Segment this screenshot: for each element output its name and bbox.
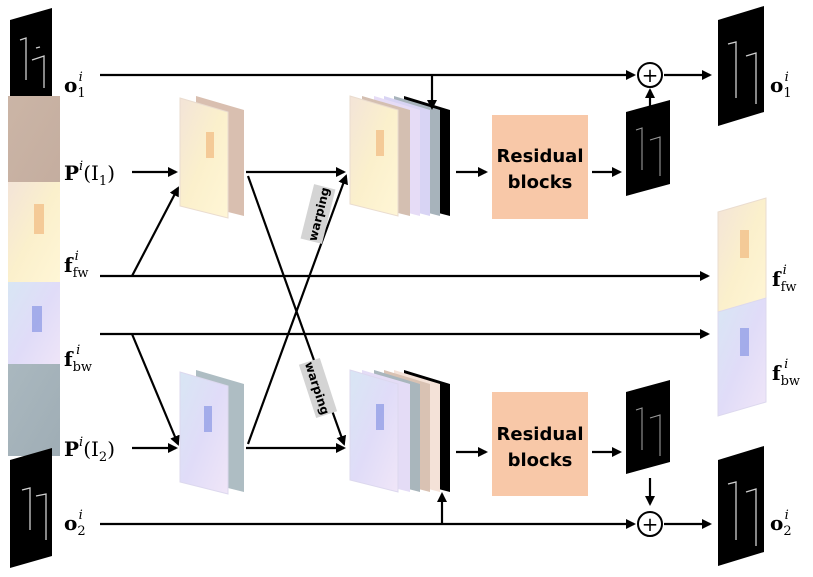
input-o1-image — [10, 8, 52, 110]
residual-output-bottom-image — [626, 380, 670, 474]
residual-block-bottom-label-line1: Residual — [497, 424, 584, 445]
arrow-ffw-to-concat-top — [131, 186, 179, 277]
input-p2-image — [8, 364, 60, 456]
concat-stack-top-left — [179, 96, 244, 219]
label-ffw-in: ffwi — [64, 249, 89, 281]
residual-output-top-image — [626, 100, 670, 196]
output-o1-image — [718, 6, 764, 126]
warping-tag-bottom: warping — [298, 357, 338, 419]
label-ffw-out: ffwi — [772, 263, 797, 295]
label-p1-in: Pi(I1) — [64, 159, 115, 189]
label-o2-out: o2i — [770, 508, 792, 539]
input-ffw-image — [8, 182, 60, 282]
residual-block-top — [492, 115, 588, 219]
feature-stack-top — [349, 95, 450, 217]
warping-tag-top: warping — [300, 184, 336, 244]
label-p2-in: Pi(I2) — [64, 435, 115, 465]
add-operator-top: + — [637, 62, 663, 88]
concat-stack-bottom-left — [179, 370, 244, 495]
label-fbw-out: fbwi — [772, 357, 800, 389]
output-fbw-image — [717, 297, 767, 417]
output-o2-image — [718, 446, 764, 566]
svg-text:+: + — [642, 63, 659, 87]
input-o2-image — [10, 448, 52, 568]
residual-block-top-label-line1: Residual — [497, 146, 584, 167]
arrows — [100, 70, 712, 529]
feature-stack-bottom — [349, 369, 450, 493]
label-o1-out: o1i — [770, 70, 792, 101]
residual-block-bottom — [492, 392, 588, 496]
arrow-fbw-to-concat-bottom — [130, 333, 180, 446]
input-fbw-image — [8, 282, 60, 374]
input-p1-image — [8, 96, 60, 188]
svg-text:+: + — [642, 512, 659, 536]
label-o1-in: o1i — [64, 70, 86, 101]
residual-block-top-label-line2: blocks — [508, 172, 573, 193]
add-operator-bottom: + — [637, 511, 663, 537]
residual-block-bottom-label-line2: blocks — [508, 450, 573, 471]
label-o2-in: o2i — [64, 508, 86, 539]
label-fbw-in: fbwi — [64, 343, 92, 375]
arrow-cross-bottom-to-top — [246, 174, 348, 445]
